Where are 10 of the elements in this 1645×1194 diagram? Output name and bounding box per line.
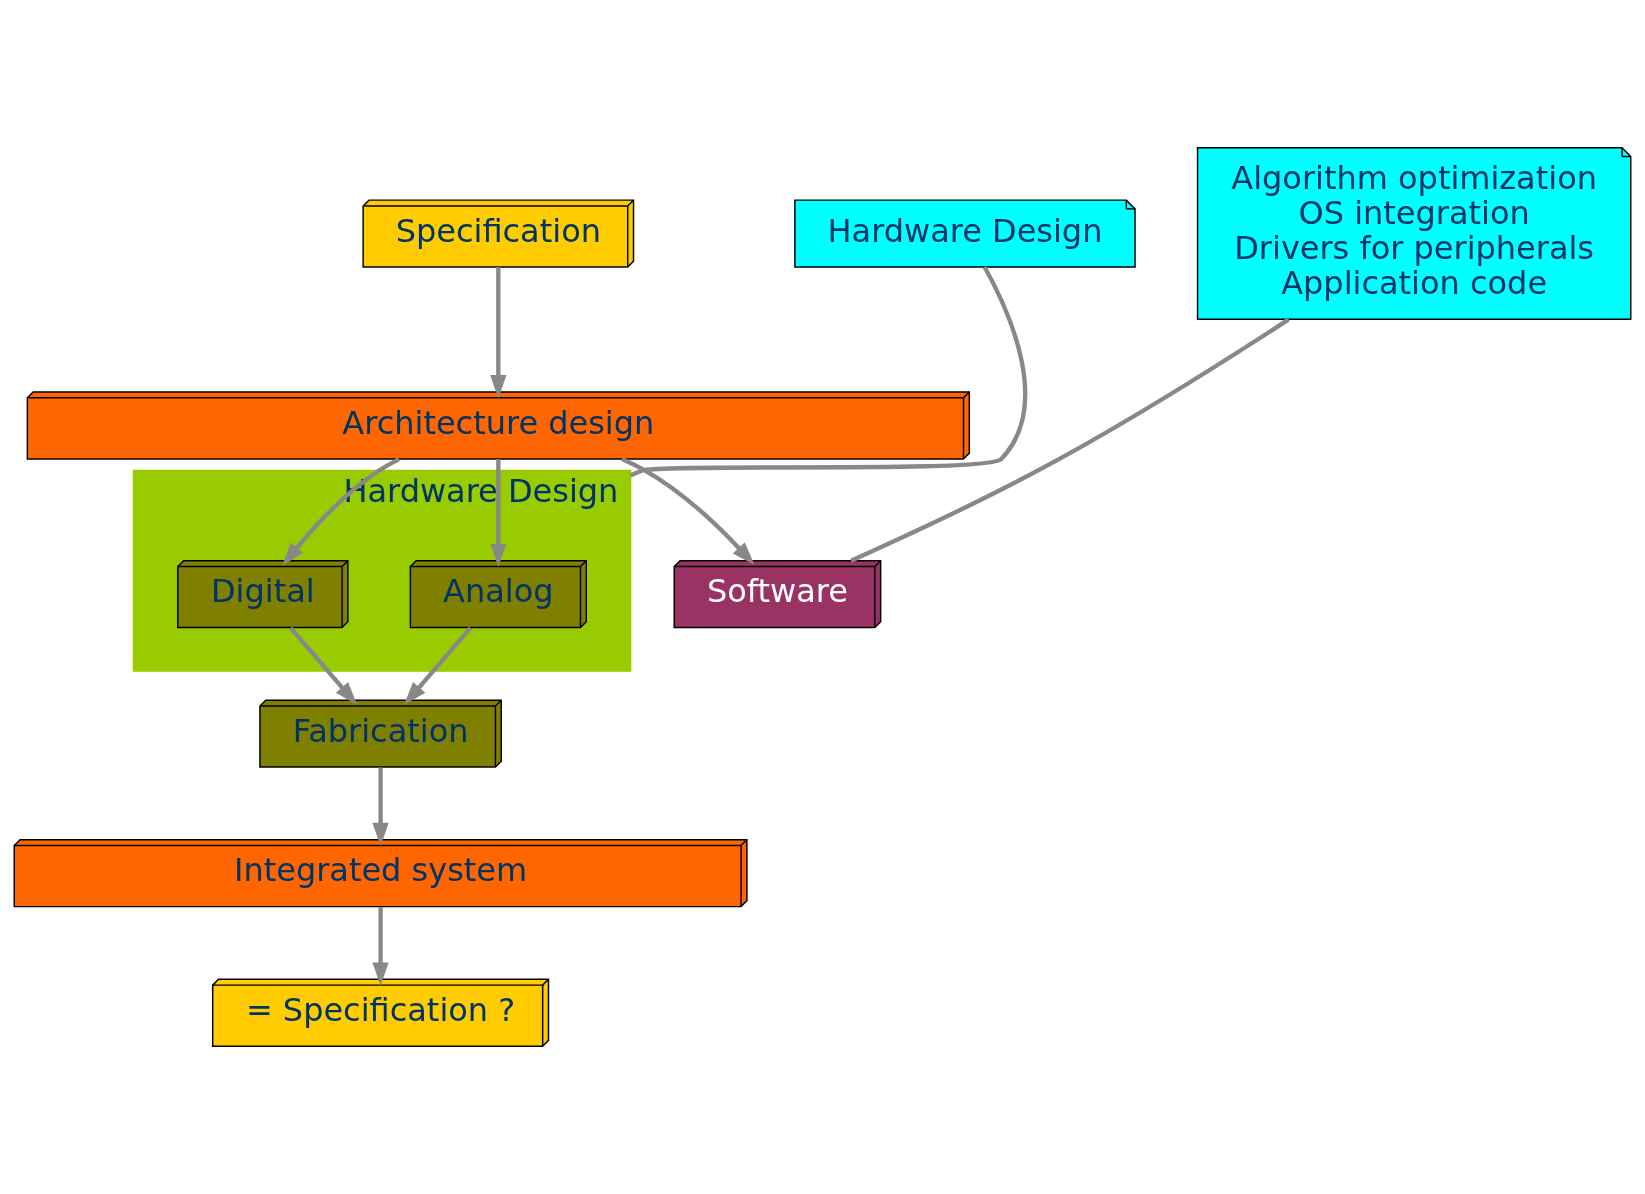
arrow [620,457,755,566]
arrow [490,459,507,567]
connector [850,317,1290,563]
arrow [490,267,507,399]
arrow [372,907,389,986]
arrow [289,626,358,706]
arrow [372,767,389,847]
connector [629,266,1028,478]
arrow [404,626,473,706]
arrow [282,457,400,566]
